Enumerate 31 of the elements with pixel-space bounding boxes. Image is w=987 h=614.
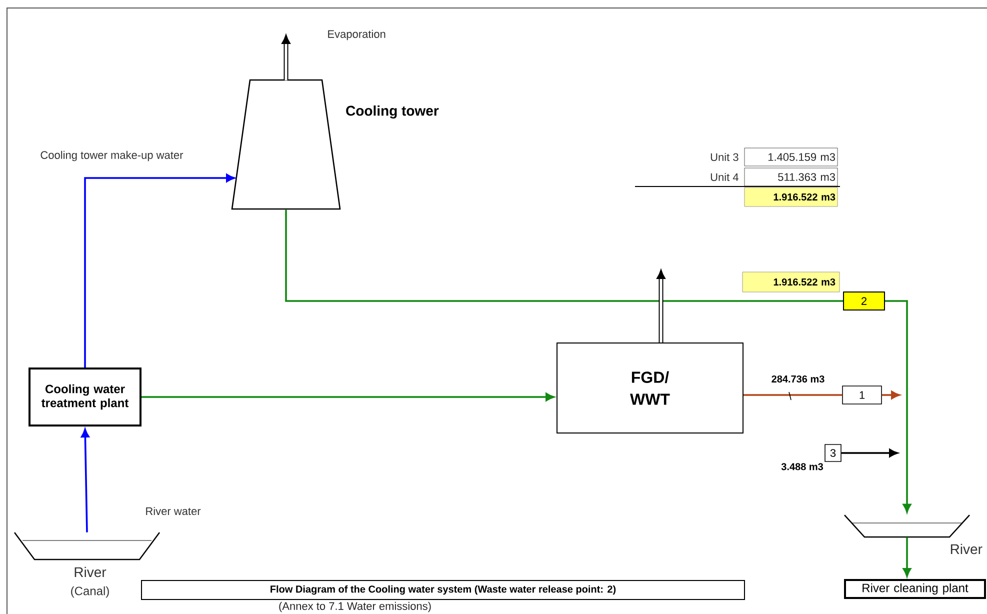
process-box: FGD/ WWT	[556, 342, 744, 434]
arrow	[902, 537, 912, 577]
table-cell: 511.363 m3	[744, 168, 838, 186]
table-cell: 1.405.159 m3	[744, 148, 838, 166]
river-basin: River	[844, 514, 982, 554]
node-label: 3.488 m3	[781, 463, 824, 470]
arrow	[142, 392, 554, 402]
release-point-box: 1	[842, 386, 882, 404]
process-box: Cooling water treatment plant	[28, 368, 142, 426]
process-box: River cleaning plant	[844, 579, 986, 599]
release-point-box: 2	[843, 292, 885, 310]
arrow	[841, 448, 898, 458]
caption: (Annex to 7.1 Water emissions)	[279, 602, 431, 612]
flow-label: River water	[146, 506, 201, 516]
release-point-box: 3 3.488 m3	[781, 444, 842, 470]
value-box: 1.916.522 m3	[742, 272, 840, 292]
total-cell: 1.916.522 m3	[744, 187, 838, 207]
arrow	[882, 390, 900, 400]
arrow	[885, 300, 912, 513]
node-label: Cooling tower	[346, 105, 439, 119]
row-label: Unit 4	[710, 172, 738, 182]
arrow	[81, 428, 90, 532]
flow-label: Cooling tower make-up water	[40, 150, 184, 162]
arrow	[281, 34, 291, 80]
edge-label: 284.736 m3	[772, 375, 824, 400]
cooling-tower: Cooling tower	[231, 79, 439, 210]
row-label: Unit 3	[710, 152, 738, 162]
arrow	[84, 174, 235, 368]
arrow	[656, 269, 666, 342]
title-box: Flow Diagram of the Cooling water system (Waste water release point: 2)	[141, 580, 745, 600]
flow-label: Evaporation	[328, 30, 386, 40]
